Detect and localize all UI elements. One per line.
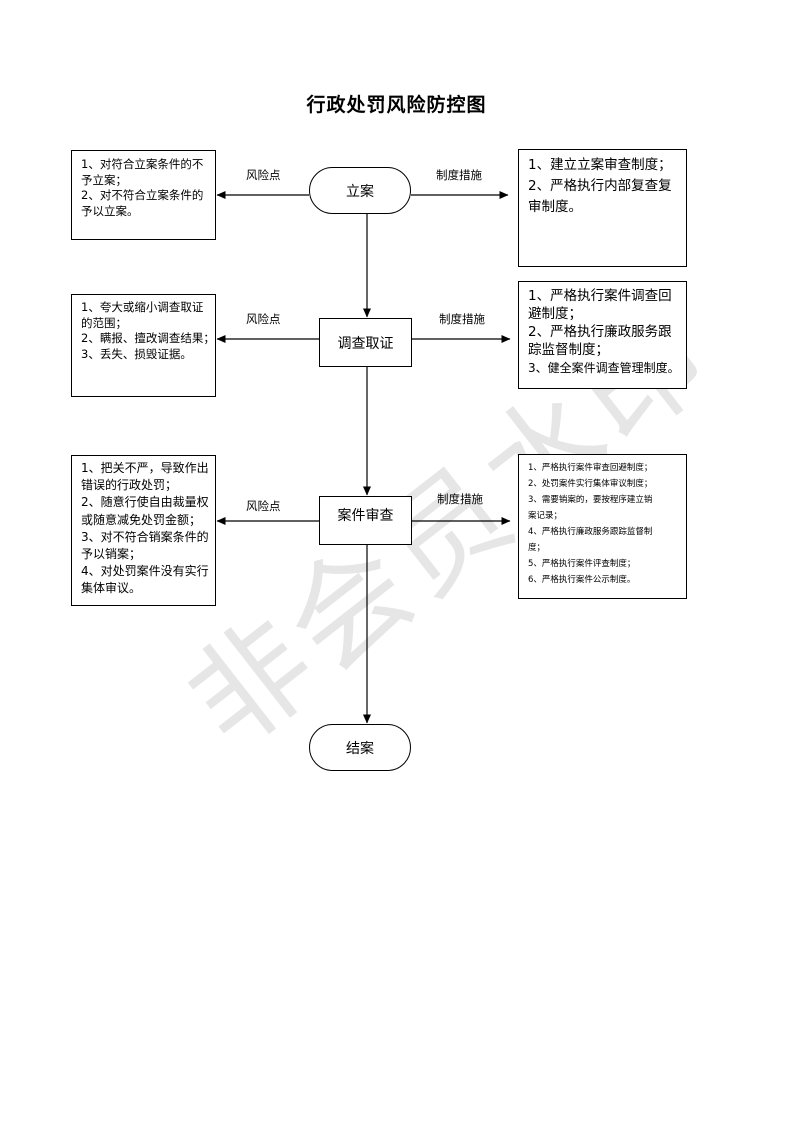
label-measures-2: 制度措施 xyxy=(439,312,485,326)
risk-line: 集体审议。 xyxy=(81,581,142,596)
measure-line: 2、严格执行内部复查复 xyxy=(528,178,672,194)
label-risk-point-3: 风险点 xyxy=(246,499,281,513)
risk-line: 的范围； xyxy=(81,315,127,330)
label-measures-3: 制度措施 xyxy=(437,492,483,506)
page-title: 行政处罚风险防控图 xyxy=(306,94,487,116)
risk-line: 3、丢失、损毁证据。 xyxy=(81,346,192,361)
label-measures-1: 制度措施 xyxy=(436,168,482,182)
measure-line: 1、严格执行案件调查回 xyxy=(528,288,672,304)
label-risk-point-1: 风险点 xyxy=(246,168,281,182)
measure-line: 避制度； xyxy=(528,306,582,322)
risk-line: 1、夸大或缩小调查取证 xyxy=(81,300,204,314)
risk-line: 予立案； xyxy=(81,172,127,187)
node-end: 结案 xyxy=(309,724,411,771)
risk-line: 3、对不符合销案条件的 xyxy=(81,529,209,544)
measures-box-investigation: 1、严格执行案件调查回 避制度； 2、严格执行廉政服务跟 踪监督制度； 3、健全… xyxy=(518,281,687,389)
measure-line: 3、健全案件调查管理制度。 xyxy=(528,361,680,375)
risk-line: 予以销案； xyxy=(81,547,142,562)
node-review: 案件审查 xyxy=(319,496,412,545)
risk-box-review: 1、把关不严，导致作出 错误的行政处罚； 2、随意行使自由裁量权 或随意减免处罚… xyxy=(71,455,216,606)
measure-line: 审制度。 xyxy=(528,199,582,215)
measure-line: 案记录； xyxy=(528,511,563,521)
measures-box-review: 1、严格执行案件审查回避制度； 2、处罚案件实行集体审议制度； 3、需要销案的，… xyxy=(518,454,687,599)
node-investigate: 调查取证 xyxy=(319,318,412,367)
measure-line: 3、需要销案的，要按程序建立销 xyxy=(528,495,653,505)
risk-box-filing: 1、对符合立案条件的不 予立案； 2、对不符合立案条件的 予以立案。 xyxy=(71,150,216,240)
risk-line: 错误的行政处罚； xyxy=(81,478,178,493)
risk-line: 4、对处罚案件没有实行 xyxy=(81,564,209,579)
node-start: 立案 xyxy=(309,167,411,214)
label-risk-point-2: 风险点 xyxy=(246,312,281,326)
measure-line: 4、严格执行廉政服务跟踪监督制 xyxy=(528,527,653,537)
risk-line: 2、随意行使自由裁量权 xyxy=(81,495,209,510)
measure-line: 踪监督制度； xyxy=(528,342,609,358)
measures-box-filing: 1、建立立案审查制度； 2、严格执行内部复查复 审制度。 xyxy=(518,149,687,267)
measure-line: 2、处罚案件实行集体审议制度； xyxy=(528,479,653,489)
risk-line: 2、瞒报、擅改调查结果； xyxy=(81,331,215,345)
measure-line: 2、严格执行廉政服务跟 xyxy=(528,324,672,340)
measure-line: 1、建立立案审查制度； xyxy=(528,157,672,173)
risk-line: 2、对不符合立案条件的 xyxy=(81,188,204,202)
measure-line: 1、严格执行案件审查回避制度； xyxy=(528,463,653,473)
risk-box-investigation: 1、夸大或缩小调查取证 的范围； 2、瞒报、擅改调查结果； 3、丢失、损毁证据。 xyxy=(71,294,216,397)
risk-line: 1、对符合立案条件的不 xyxy=(81,157,204,171)
risk-line: 或随意减免处罚金额； xyxy=(81,512,202,527)
risk-line: 1、把关不严，导致作出 xyxy=(81,461,209,475)
measure-line: 5、严格执行案件评查制度； xyxy=(528,559,636,569)
measure-line: 6、严格执行案件公示制度。 xyxy=(528,575,636,585)
measure-line: 度； xyxy=(528,543,546,553)
risk-line: 予以立案。 xyxy=(81,203,139,218)
